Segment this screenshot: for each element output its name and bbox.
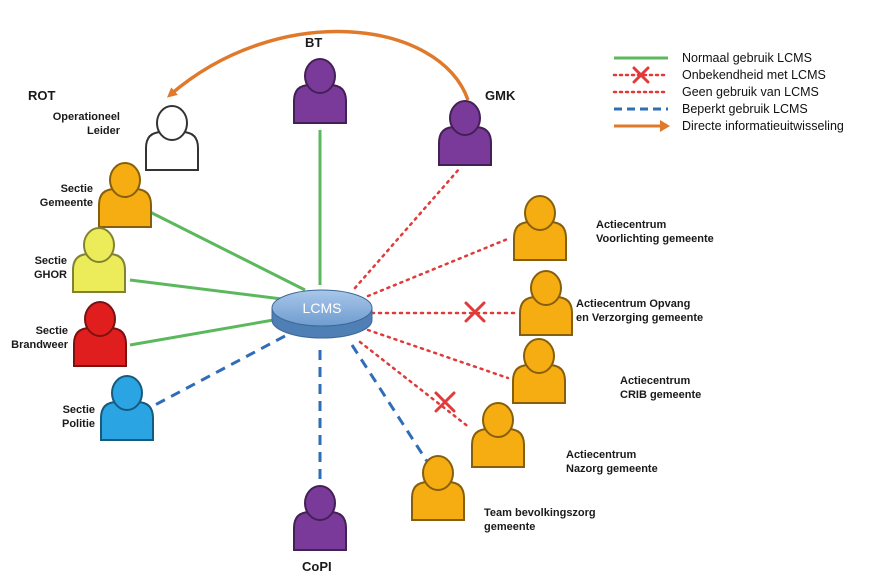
- person-icon-brandweer: [73, 301, 127, 367]
- lcms-hub: LCMS: [271, 289, 373, 339]
- line-politie: [154, 334, 286, 407]
- group-label-rot: ROT: [28, 88, 56, 103]
- line-ghor: [129, 278, 291, 302]
- person-icon-gemeente: [98, 162, 152, 228]
- person-icon-nazorg: [471, 402, 525, 468]
- person-icon-ghor: [72, 227, 126, 293]
- person-icon-opvang: [519, 270, 573, 336]
- legend-label: Beperkt gebruik LCMS: [682, 102, 808, 116]
- legend-item: Normaal gebruik LCMS: [614, 51, 812, 65]
- line-team: [350, 344, 432, 467]
- person-icon-voorlichting: [513, 195, 567, 261]
- group-label-copi: CoPI: [302, 559, 332, 574]
- unfamiliar-x-nazorg: [434, 391, 456, 413]
- legend-label: Directe informatieuitwisseling: [682, 119, 844, 133]
- group-label-gmk: GMK: [485, 88, 516, 103]
- person-icon-team: [411, 455, 465, 521]
- legend: Normaal gebruik LCMS Onbekendheid met LCM…: [612, 51, 844, 133]
- legend-item: Directe informatieuitwisseling: [614, 119, 844, 133]
- legend-item: Geen gebruik van LCMS: [612, 85, 819, 99]
- person-icon-copi: [293, 485, 347, 551]
- unfamiliar-x-opvang: [464, 301, 486, 323]
- legend-x-icon: [632, 66, 650, 84]
- legend-item: Beperkt gebruik LCMS: [614, 102, 808, 116]
- legend-label: Normaal gebruik LCMS: [682, 51, 812, 65]
- line-gemeente: [149, 210, 306, 292]
- lcms-label: LCMS: [303, 300, 342, 316]
- person-icon-bt: [293, 58, 347, 124]
- legend-item: Onbekendheid met LCMS: [612, 66, 826, 84]
- line-nazorg: [358, 340, 472, 430]
- line-gmk: [353, 166, 462, 290]
- legend-arrow-icon: [660, 120, 670, 132]
- legend-label: Onbekendheid met LCMS: [682, 68, 826, 82]
- line-voorlichting: [366, 236, 512, 298]
- line-crib: [366, 328, 510, 380]
- direct-exchange-arrow: [166, 29, 470, 101]
- person-icon-crib: [512, 338, 566, 404]
- legend-label: Geen gebruik van LCMS: [682, 85, 819, 99]
- person-icon-gmk: [438, 100, 492, 166]
- person-icon-politie: [100, 375, 154, 441]
- person-icon-operationeel: [145, 105, 199, 171]
- line-brandweer: [129, 316, 286, 347]
- group-label-bt: BT: [305, 35, 322, 50]
